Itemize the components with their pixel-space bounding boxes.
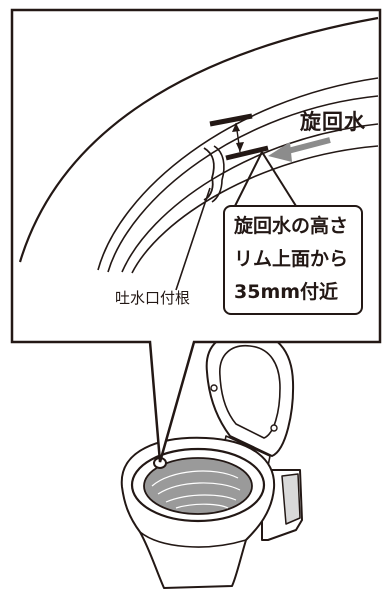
water-level-marker: [225, 145, 269, 161]
rim-lower-band-2: [131, 145, 379, 274]
toilet-illustration: [120, 331, 303, 589]
tank-side-shading: [281, 473, 301, 525]
rim-upper-band: [97, 77, 379, 271]
callout-line-1: 旋回水の高さ: [234, 215, 349, 237]
spout-root-label: 吐水口付根: [115, 289, 191, 307]
dim-arrow-bottom: [236, 142, 244, 152]
rim-closeup: [18, 16, 379, 274]
callout-line-2: リム上面から: [234, 248, 349, 270]
swirl-water-label: 旋回水: [300, 110, 366, 134]
seat-bumper-right: [270, 424, 278, 432]
leader-to-callout-a: [231, 151, 263, 213]
seat-bumper-left: [210, 384, 218, 392]
callout-box: 旋回水の高さ リム上面から 35mm付近: [223, 205, 363, 315]
dim-arrow-top: [232, 123, 240, 132]
height-markers: [209, 113, 269, 161]
magnified-frame: [10, 8, 382, 463]
seat-lid-inner: [219, 345, 281, 439]
leader-to-spout-root: [175, 187, 211, 291]
swirl-arrow: [268, 137, 331, 162]
callout-line-3: 35mm付近: [234, 281, 339, 303]
bowl-foot-line: [139, 531, 247, 548]
leader-lines: [175, 151, 297, 291]
rim-upper-band-2: [107, 95, 379, 273]
rim-outer-curve: [18, 16, 379, 263]
leader-to-callout-b: [261, 151, 297, 207]
rim-top-marker: [209, 113, 253, 127]
swirl-arrow-head: [268, 142, 292, 162]
spout-outlet: [203, 147, 215, 201]
